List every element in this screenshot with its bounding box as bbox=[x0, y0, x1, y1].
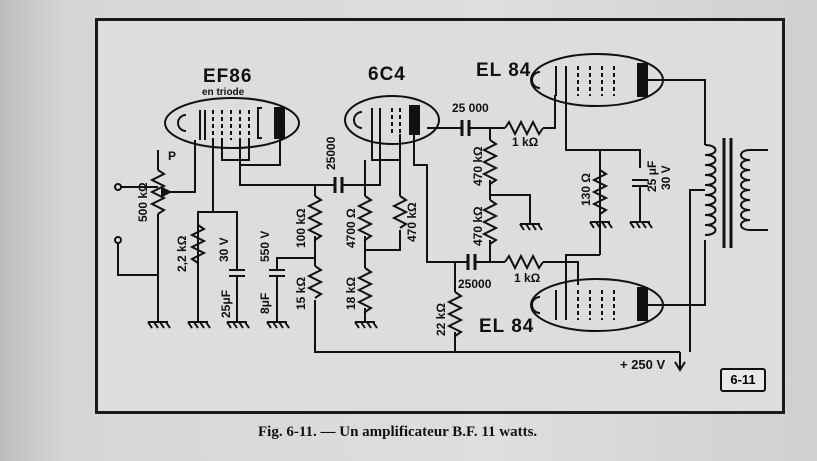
r-cathode-6c4: 470 kΩ bbox=[405, 202, 419, 242]
c-coupling-top: 25 000 bbox=[452, 101, 489, 115]
c-coupling-bottom: 25000 bbox=[458, 277, 492, 291]
r-stopper-top: 1 kΩ bbox=[512, 135, 539, 149]
figure-number-badge: 6-11 bbox=[720, 368, 766, 392]
r-stopper-bottom: 1 kΩ bbox=[514, 271, 541, 285]
c-coupling-1: 25000 bbox=[324, 136, 338, 170]
r-cathode-ef86: 2,2 kΩ bbox=[175, 235, 189, 272]
schematic-frame bbox=[95, 18, 785, 414]
el84-bottom-label: EL 84 bbox=[479, 316, 534, 337]
r-plate-6c4: 4700 Ω bbox=[344, 208, 358, 248]
r-grid-leak: 22 kΩ bbox=[434, 303, 448, 336]
c-cathode-ef86: 25μF bbox=[219, 290, 233, 318]
c-cathode-out: 25 μF bbox=[645, 161, 659, 192]
r-decouple: 15 kΩ bbox=[294, 277, 308, 310]
r-cathode-out: 130 Ω bbox=[579, 173, 593, 206]
r-grid-bottom: 470 kΩ bbox=[471, 206, 485, 246]
wiring bbox=[114, 53, 768, 372]
c-cathode-out-voltage: 30 V bbox=[659, 165, 673, 190]
r-cathode-6c4-b: 18 kΩ bbox=[344, 277, 358, 310]
ef86-note: en triode bbox=[202, 87, 245, 98]
pot-value: 500 kΩ bbox=[136, 182, 150, 222]
c-decouple-voltage: 550 V bbox=[258, 231, 272, 262]
r-grid-top: 470 kΩ bbox=[471, 146, 485, 186]
figure-caption: Fig. 6-11. — Un amplificateur B.F. 11 wa… bbox=[258, 424, 538, 440]
ef86-label: EF86 bbox=[203, 66, 252, 87]
el84-top-label: EL 84 bbox=[476, 60, 531, 81]
6c4-label: 6C4 bbox=[368, 64, 406, 85]
r-plate-ef86: 100 kΩ bbox=[294, 208, 308, 248]
c-cathode-ef86-voltage: 30 V bbox=[217, 237, 231, 262]
supply-voltage-label: + 250 V bbox=[620, 357, 666, 372]
c-decouple: 8μF bbox=[258, 293, 272, 314]
pot-tag: P bbox=[168, 149, 176, 163]
